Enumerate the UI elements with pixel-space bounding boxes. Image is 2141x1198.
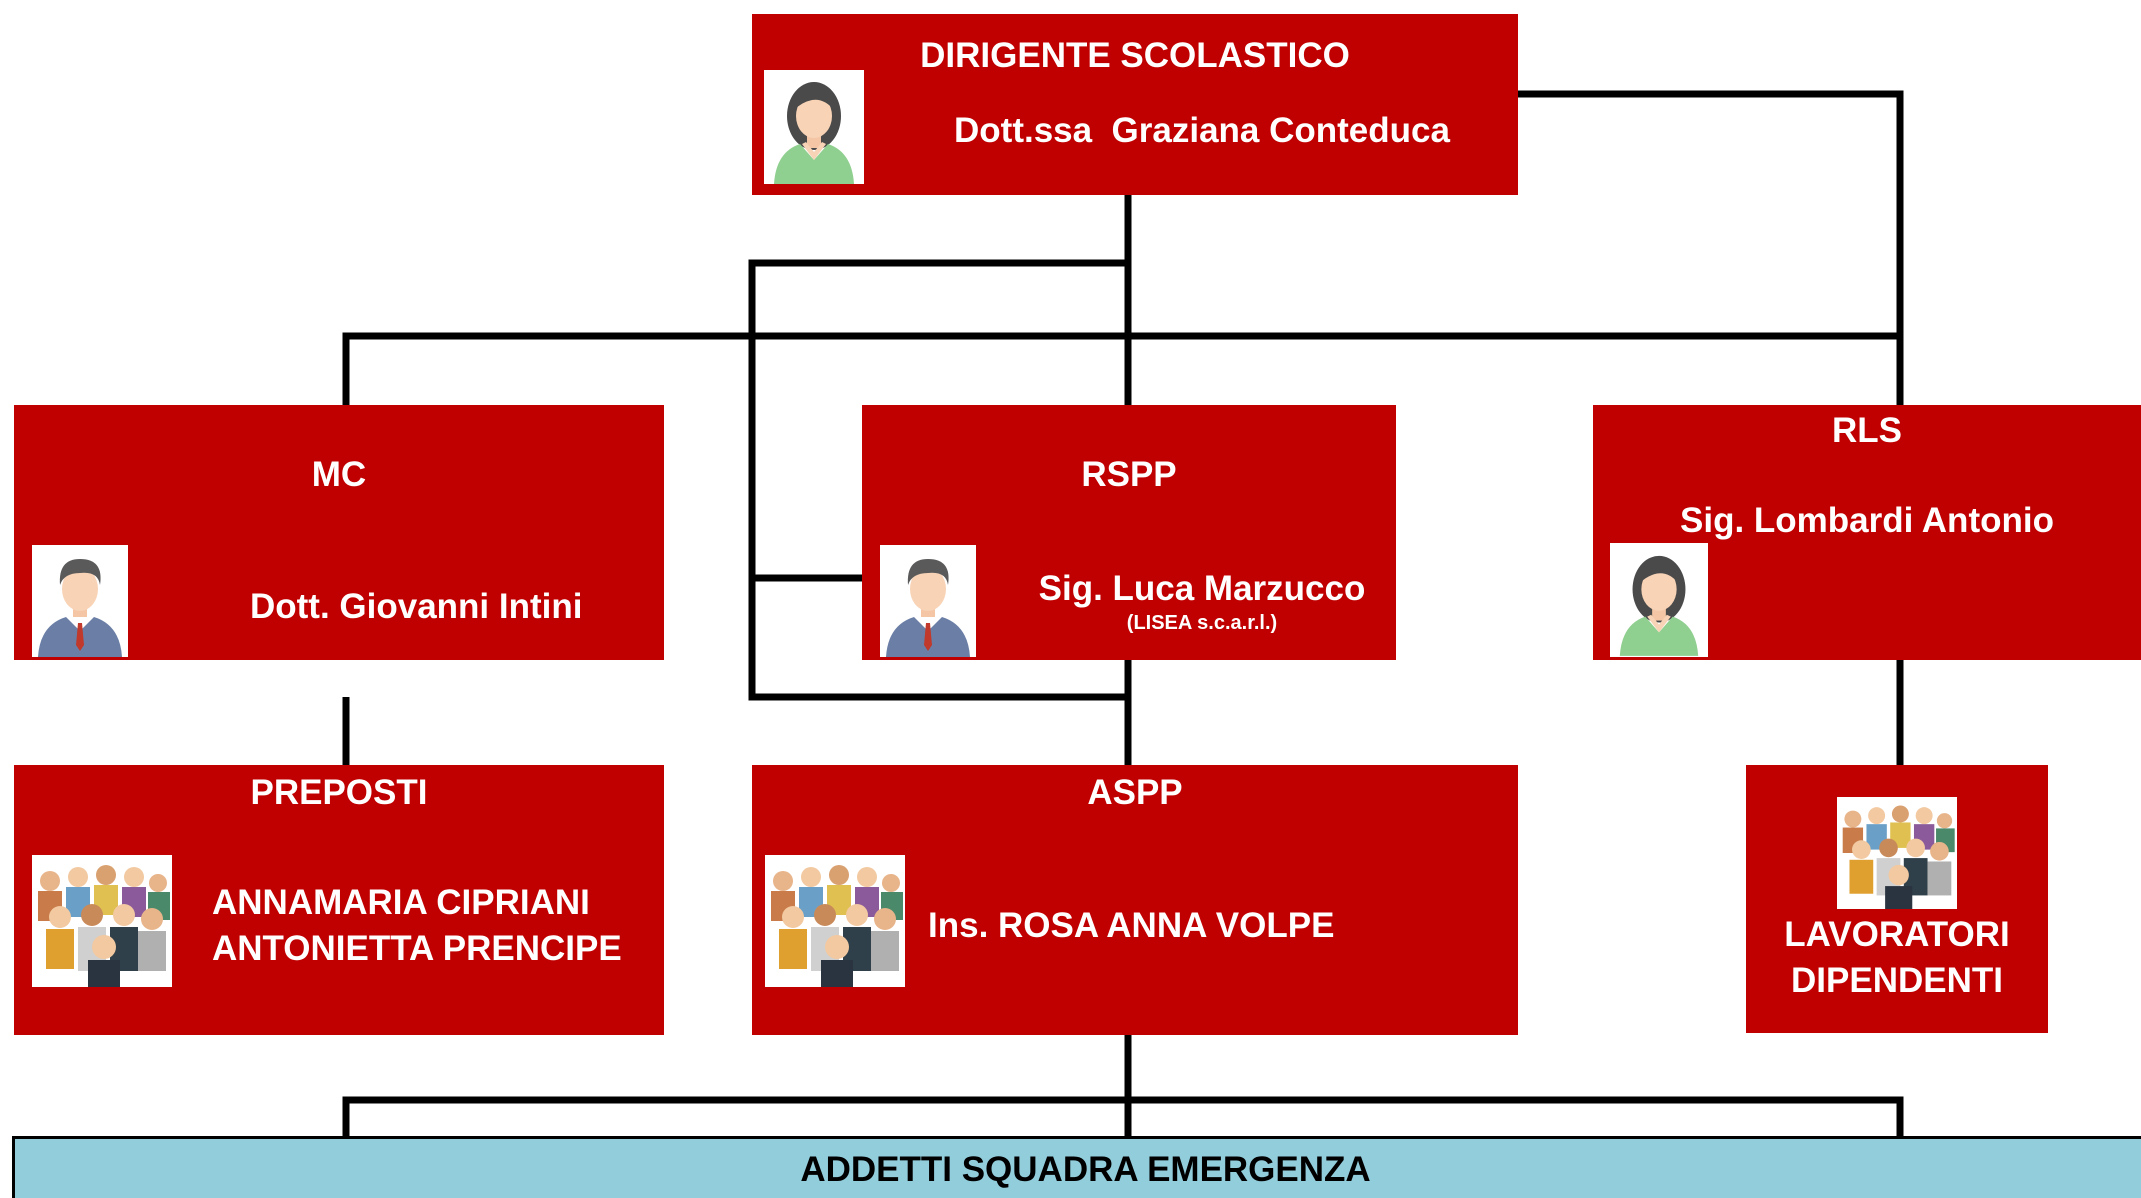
preposti-role: PREPOSTI — [250, 773, 428, 812]
line-dirigente-right — [1518, 90, 1904, 405]
preposti-box: PREPOSTI ANNAMARIA CIPRIANI ANTONIETTA P… — [14, 765, 664, 1035]
aspp-role: ASPP — [1087, 773, 1183, 812]
squadra-emergenza-label: ADDETTI SQUADRA EMERGENZA — [800, 1150, 1371, 1189]
lavoratori-line-1: LAVORATORI — [1784, 915, 2010, 954]
line-top-bus — [342, 332, 1900, 405]
lavoratori-box: LAVORATORI DIPENDENTI — [1746, 765, 2048, 1033]
line-left-loop — [748, 259, 1128, 701]
dirigente-role: DIRIGENTE SCOLASTICO — [920, 36, 1350, 75]
man-avatar-icon — [880, 545, 976, 657]
mc-name: Dott. Giovanni Intini — [250, 587, 583, 626]
preposti-name-2: ANTONIETTA PRENCIPE — [212, 929, 622, 968]
woman-avatar-icon — [764, 70, 864, 184]
dirigente-box: DIRIGENTE SCOLASTICO Dott.ssa Graziana C… — [752, 14, 1518, 195]
aspp-name: Ins. ROSA ANNA VOLPE — [928, 906, 1335, 945]
rls-name: Sig. Lombardi Antonio — [1680, 501, 2054, 540]
aspp-box: ASPP Ins. ROSA ANNA VOLPE — [752, 765, 1518, 1035]
rspp-company: (LISEA s.c.a.r.l.) — [1126, 612, 1278, 634]
mc-role: MC — [311, 455, 367, 494]
group-people-icon — [1837, 797, 1957, 909]
man-avatar-icon — [32, 545, 128, 657]
rls-role: RLS — [1832, 411, 1902, 450]
rls-box: RLS Sig. Lombardi Antonio — [1593, 405, 2141, 660]
dirigente-name: Dott.ssa Graziana Conteduca — [954, 111, 1450, 150]
squadra-emergenza-banner: ADDETTI SQUADRA EMERGENZA — [12, 1136, 2141, 1198]
lavoratori-line-2: DIPENDENTI — [1791, 961, 2003, 1000]
group-people-icon — [32, 855, 172, 987]
woman-avatar-icon — [1610, 543, 1708, 657]
group-people-icon — [765, 855, 905, 987]
rspp-name: Sig. Luca Marzucco — [1038, 569, 1366, 608]
preposti-name-1: ANNAMARIA CIPRIANI — [212, 883, 590, 922]
line-bottom-bus — [342, 1096, 1904, 1140]
mc-box: MC Dott. Giovanni Intini — [14, 405, 664, 660]
rspp-box: RSPP Sig. Luca Marzucco (LISEA s.c.a.r.l… — [862, 405, 1396, 660]
rspp-role: RSPP — [1081, 455, 1177, 494]
